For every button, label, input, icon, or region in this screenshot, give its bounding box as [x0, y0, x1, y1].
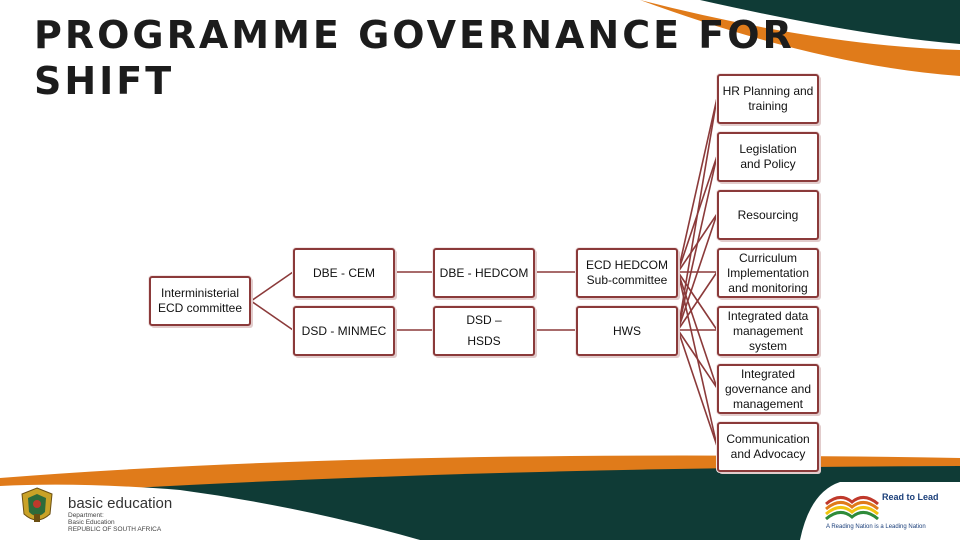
connector-hws-ws1: [677, 97, 718, 331]
ecd-hedcom-subcommittee-label: ECD HEDCOM Sub-committee: [585, 258, 668, 287]
connector-ecd-ws1: [677, 97, 718, 273]
department-name: basic education: [68, 495, 173, 512]
workstream-legislation: Legislation and Policy: [717, 132, 819, 182]
workstream-label: Legislation and Policy: [739, 142, 797, 171]
connector-hws-ws7: [677, 329, 718, 447]
connector-inter-cem: [250, 271, 294, 302]
dsd-minmec-box: DSD - MINMEC: [293, 306, 395, 356]
department-line-3: REPUBLIC OF SOUTH AFRICA: [68, 526, 162, 533]
workstream-resourcing: Resourcing: [717, 190, 819, 240]
read-to-lead-title: Read to Lead: [882, 492, 939, 502]
connector-hws-ws2: [677, 155, 718, 331]
read-to-lead-logo: Read to Lead A Reading Nation is a Leadi…: [820, 488, 950, 536]
workstream-curriculum: Curriculum Implementation and monitoring: [717, 248, 819, 298]
workstream-label: Curriculum Implementation and monitoring: [726, 250, 810, 295]
coat-of-arms-icon: [21, 487, 53, 522]
dbe-cem-box: DBE - CEM: [293, 248, 395, 298]
ecd-hedcom-subcommittee-box: ECD HEDCOM Sub-committee: [576, 248, 678, 298]
workstream-data-management: Integrated data management system: [717, 306, 819, 356]
dsd-minmec-label: DSD - MINMEC: [301, 323, 387, 338]
white-logo-area: [0, 484, 420, 540]
read-to-lead-tagline: A Reading Nation is a Leading Nation: [826, 524, 926, 530]
workstream-label: Integrated governance and management: [724, 366, 812, 411]
department-line-2: Basic Education: [68, 519, 115, 526]
connector-inter-minmec: [250, 300, 294, 331]
workstream-label: Communication and Advocacy: [726, 432, 810, 461]
department-line-1: Department:: [68, 512, 104, 519]
workstream-label: Integrated data management system: [727, 308, 809, 353]
interministerial-committee-label: Interministerial ECD committee: [157, 286, 243, 315]
connector-hws-ws4: [677, 271, 718, 331]
teal-band-top: [700, 0, 960, 44]
dbe-cem-label: DBE - CEM: [312, 265, 375, 280]
dsd-hsds-label: DSD – HSDS: [466, 313, 502, 348]
open-book-icon: [825, 496, 879, 521]
workstream-governance: Integrated governance and management: [717, 364, 819, 414]
orange-band-top: [640, 0, 960, 76]
page-title: PROGRAMME GOVERNANCE FOR SHIFT: [34, 13, 795, 103]
dbe-hedcom-label: DBE - HEDCOM: [439, 265, 529, 280]
hws-label: HWS: [613, 323, 641, 338]
hws-box: HWS: [576, 306, 678, 356]
department-logo: basic education Department: Basic Educat…: [14, 484, 184, 533]
workstream-hr-planning: HR Planning and training: [717, 74, 819, 124]
workstream-label: Resourcing: [737, 207, 799, 222]
workstream-communication: Communication and Advocacy: [717, 422, 819, 472]
dsd-hsds-box: DSD – HSDS: [433, 306, 535, 356]
dbe-hedcom-box: DBE - HEDCOM: [433, 248, 535, 298]
interministerial-committee-box: Interministerial ECD committee: [149, 276, 251, 326]
connector-hws-ws6: [677, 329, 718, 389]
workstream-label: HR Planning and training: [722, 84, 814, 113]
connector-hws-ws3: [677, 213, 718, 331]
